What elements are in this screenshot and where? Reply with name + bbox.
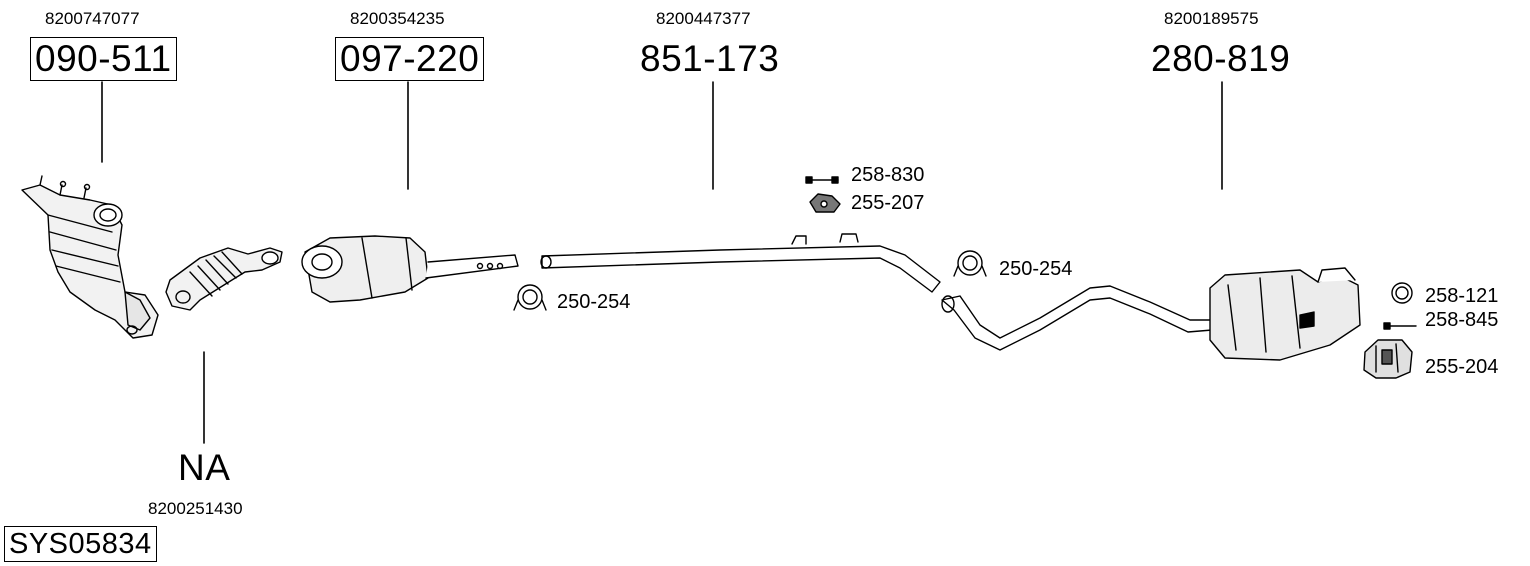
oem-number-dpf: 8200354235 (350, 9, 445, 28)
accessory-label-ring-rear[interactable]: 258-121 (1425, 285, 1499, 307)
bolt-rear-icon[interactable] (1383, 322, 1417, 330)
accessory-label-bolt-rear[interactable]: 258-845 (1425, 309, 1499, 331)
middle-pipe-part[interactable] (540, 233, 941, 293)
oem-number-rear: 8200189575 (1164, 9, 1259, 28)
accessory-label-rubber-rear[interactable]: 255-204 (1425, 356, 1499, 378)
part-number-catalyst[interactable]: 090-511 (30, 37, 177, 81)
clamp-dpf-icon[interactable] (513, 284, 547, 311)
part-number-front-pipe[interactable]: NA (178, 447, 231, 488)
bolt-middle-icon[interactable] (805, 176, 839, 184)
accessory-label-rubber-middle[interactable]: 255-207 (851, 192, 925, 214)
accessory-label-clamp-dpf[interactable]: 250-254 (557, 291, 631, 313)
oem-number-middle: 8200447377 (656, 9, 751, 28)
part-number-middle[interactable]: 851-173 (640, 38, 780, 79)
oem-number-catalyst: 8200747077 (45, 9, 140, 28)
accessory-label-bolt-middle[interactable]: 258-830 (851, 164, 925, 186)
accessory-label-clamp-middle[interactable]: 250-254 (999, 258, 1073, 280)
catalyst-part[interactable] (21, 175, 159, 339)
part-number-rear[interactable]: 280-819 (1151, 38, 1291, 79)
system-code: SYS05834 (4, 526, 157, 562)
clamp-middle-icon[interactable] (953, 250, 987, 277)
front-pipe-part[interactable] (165, 247, 283, 311)
oem-number-front-pipe: 8200251430 (148, 499, 243, 518)
part-number-dpf[interactable]: 097-220 (335, 37, 485, 81)
rear-silencer-part[interactable] (941, 267, 1361, 361)
dpf-part[interactable] (301, 235, 519, 303)
ring-rear-icon[interactable] (1391, 282, 1413, 304)
rubber-rear-icon[interactable] (1363, 339, 1413, 379)
rubber-middle-icon[interactable] (809, 193, 841, 213)
